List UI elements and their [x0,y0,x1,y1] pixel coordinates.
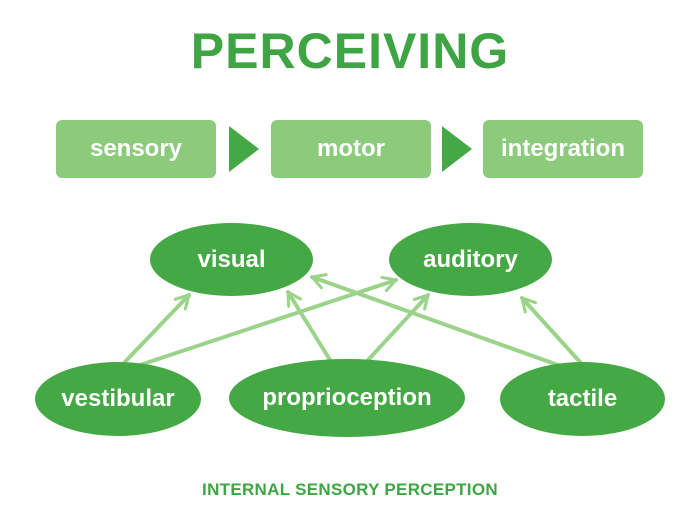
link-vestibular-auditory [138,280,398,367]
node-tactile: tactile [500,362,665,436]
step-motor: motor [271,120,431,178]
link-tactile-visual [310,277,560,367]
diagram-title: PERCEIVING [190,23,510,79]
node-vestibular: vestibular [35,362,201,436]
node-visual: visual [150,223,313,296]
link-proprioception-visual [286,290,332,362]
step-sensory: sensory [56,120,216,178]
node-proprioception: proprioception [229,359,465,437]
step-arrow-icon [442,126,472,172]
step-arrow-icon [229,126,259,172]
link-vestibular-visual [120,293,191,367]
diagram-caption: INTERNAL SENSORY PERCEPTION [202,480,498,499]
link-tactile-auditory [520,296,582,364]
node-auditory: auditory [389,223,552,296]
step-integration: integration [483,120,643,178]
link-proprioception-auditory [366,293,430,362]
